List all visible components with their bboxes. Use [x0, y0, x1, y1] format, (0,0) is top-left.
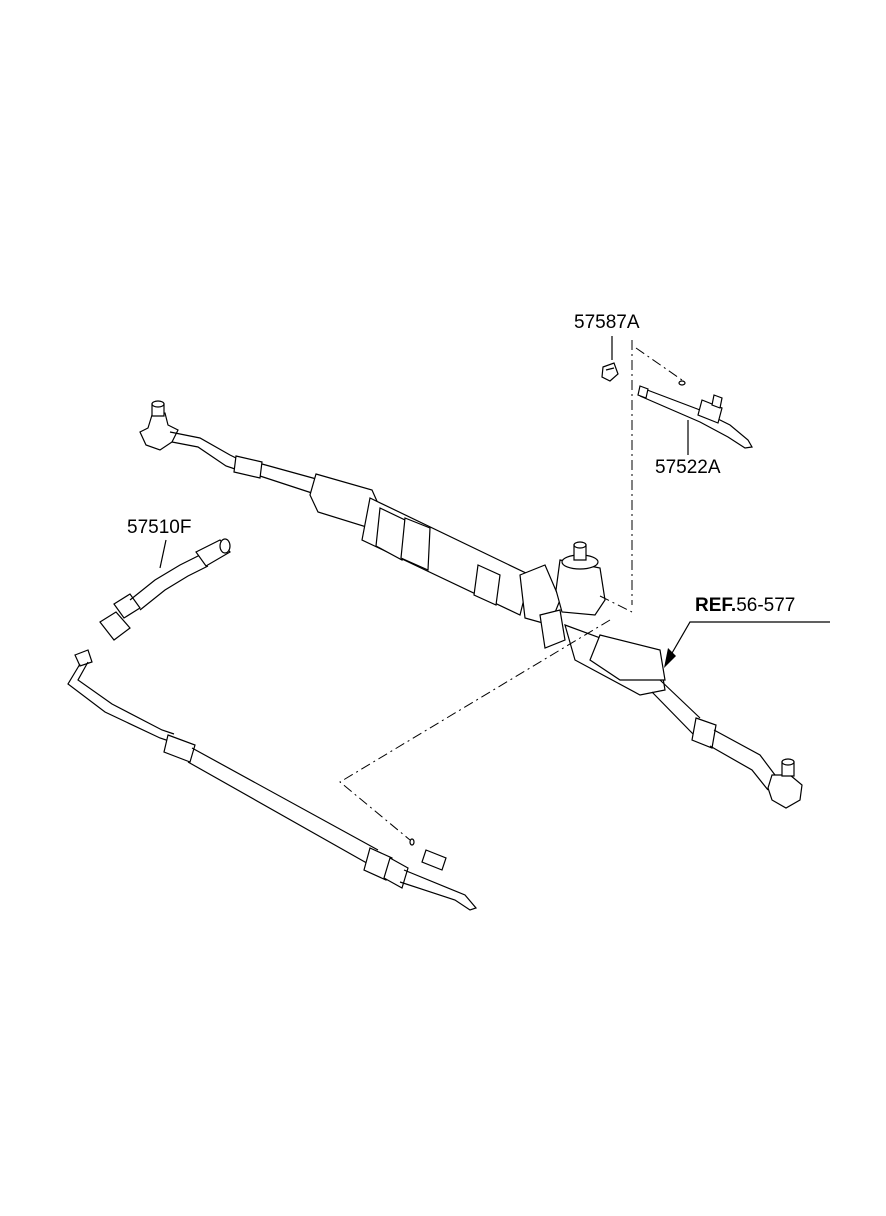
suction-hose-leader-line — [159, 539, 167, 569]
ref-label: REF.56-577 — [695, 596, 795, 615]
steering-gear-assembly[interactable] — [139, 400, 803, 809]
pressure-hose-assembly[interactable] — [67, 649, 478, 911]
pressure-hose-reference-line — [339, 619, 611, 841]
return-tube-part-number: 57522A — [655, 457, 721, 478]
ref-leader-line — [667, 621, 830, 661]
ref-arrow-head — [664, 648, 676, 668]
clip-part[interactable] — [601, 362, 619, 382]
valve-reference-line — [599, 595, 633, 613]
ref-number: 56-577 — [736, 595, 796, 616]
ref-prefix: REF. — [695, 595, 737, 616]
return-tube-part[interactable] — [637, 380, 753, 449]
tube-oring-reference-line — [635, 347, 683, 381]
suction-hose-part-number: 57510F — [127, 517, 192, 538]
suction-hose-part[interactable] — [99, 538, 231, 641]
clip-part-number: 57587A — [574, 312, 640, 333]
